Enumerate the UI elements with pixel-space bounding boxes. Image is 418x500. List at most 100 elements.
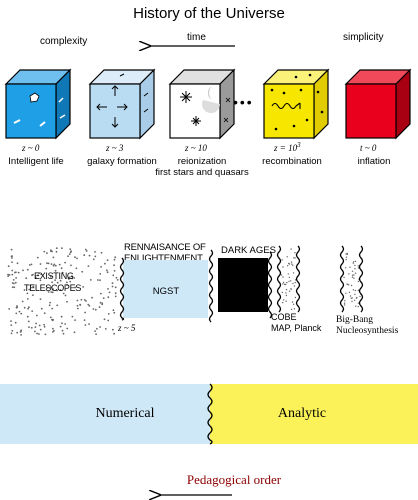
dot	[14, 321, 17, 324]
dot	[91, 296, 93, 299]
dot	[64, 323, 67, 325]
dot	[28, 288, 31, 291]
dot	[20, 331, 22, 333]
dot	[294, 257, 296, 259]
dot	[11, 282, 14, 284]
cube-recombination	[262, 68, 330, 140]
dot	[354, 293, 356, 295]
dot	[49, 316, 52, 319]
dot	[83, 254, 86, 257]
dot	[20, 312, 23, 315]
dot	[28, 326, 30, 328]
dot	[106, 271, 109, 274]
cube-intelligent-life	[4, 68, 72, 140]
dot	[290, 261, 293, 263]
dot	[111, 285, 114, 288]
dot	[49, 275, 52, 278]
dot	[343, 304, 346, 306]
dot	[294, 281, 296, 284]
dot	[282, 283, 284, 285]
existing-telescopes-label: EXISTING TELESCOPES	[24, 271, 81, 293]
bbn-dots	[343, 252, 361, 308]
dot	[20, 329, 23, 332]
dot	[68, 253, 71, 256]
dot	[94, 308, 97, 311]
dot	[285, 283, 287, 286]
dot	[7, 265, 10, 268]
dot	[111, 282, 114, 285]
dot	[39, 279, 42, 282]
dot	[32, 294, 34, 296]
dot	[293, 285, 296, 287]
dot	[54, 264, 57, 267]
dot	[283, 299, 285, 301]
dot	[354, 272, 357, 274]
dot	[17, 271, 20, 274]
cube-z-label: z ~ 3	[105, 143, 124, 153]
dot	[294, 296, 297, 299]
dot	[34, 326, 37, 328]
dot	[97, 279, 99, 281]
star-icon	[180, 91, 201, 126]
dot	[67, 277, 70, 280]
dot	[351, 276, 354, 278]
dot	[51, 291, 54, 294]
dot	[60, 267, 63, 270]
dot	[294, 279, 297, 281]
dot	[349, 295, 352, 297]
dot	[82, 286, 84, 288]
dot	[40, 273, 43, 276]
rock-icon	[29, 92, 40, 103]
dot	[26, 298, 29, 300]
dot	[112, 274, 115, 277]
dot	[352, 289, 355, 291]
dot	[62, 292, 65, 295]
cube-front	[5, 83, 57, 139]
dot	[292, 282, 294, 285]
pedagogical-order-label: Pedagogical order	[187, 472, 282, 487]
dot	[47, 262, 50, 265]
dot	[69, 251, 72, 254]
dot	[10, 255, 13, 258]
cobe-label: COBE MAP, Planck	[271, 312, 322, 333]
dot	[11, 286, 14, 288]
dot	[87, 303, 90, 306]
dot	[88, 254, 91, 257]
dot	[113, 258, 116, 261]
cube-caption: galaxy formation	[87, 156, 157, 167]
wavy-boundary	[339, 245, 345, 313]
dot	[52, 331, 54, 333]
dot	[30, 263, 33, 266]
dot	[56, 304, 59, 307]
dot	[13, 286, 16, 289]
dot	[74, 286, 77, 289]
dot	[51, 307, 54, 310]
dot	[38, 324, 41, 327]
dot	[359, 295, 361, 298]
dot	[83, 319, 86, 321]
dot	[11, 273, 14, 276]
dot	[357, 280, 360, 283]
dot	[282, 301, 284, 304]
ellipsis: •••	[233, 94, 254, 110]
dot	[50, 291, 53, 293]
dot	[354, 260, 357, 263]
dot	[23, 289, 26, 291]
dot	[83, 299, 86, 301]
dot	[74, 256, 76, 259]
dot	[351, 274, 354, 276]
dot	[64, 261, 66, 264]
dot	[353, 299, 356, 301]
cube-caption: Intelligent life	[8, 156, 63, 167]
dot	[351, 300, 353, 303]
dot	[100, 251, 103, 254]
dot	[45, 267, 48, 270]
dot	[92, 308, 95, 310]
dot	[11, 257, 13, 259]
cube-galaxy-formation	[88, 68, 156, 140]
dot	[49, 286, 52, 289]
dot	[282, 276, 284, 278]
dot	[280, 274, 283, 276]
dot	[104, 328, 107, 330]
cube-front	[263, 83, 315, 139]
